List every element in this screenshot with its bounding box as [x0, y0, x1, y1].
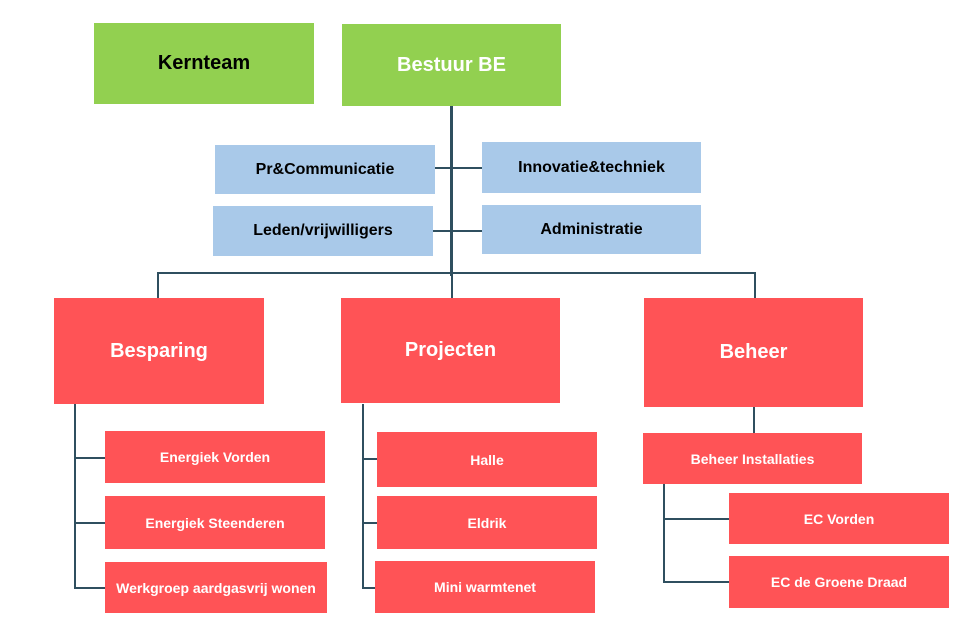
besparing-item: Energiek Steenderen [105, 496, 325, 549]
beheer-installaties-label: Beheer Installaties [690, 450, 815, 467]
besparing-item: Energiek Vorden [105, 431, 325, 483]
projecten-tick-3 [362, 587, 375, 589]
branch-besparing-line [157, 272, 159, 299]
projecten-item-label: Halle [470, 451, 504, 468]
beheer-box: Beheer [644, 298, 863, 407]
besparing-tick-1 [74, 457, 105, 459]
besparing-item-label: Werkgroep aardgasvrij wonen [116, 579, 316, 596]
installaties-tick-1 [663, 518, 729, 520]
pr-communicatie-box: Pr&Communicatie [215, 145, 435, 194]
leden-vrijwilligers-box: Leden/vrijwilligers [213, 206, 433, 256]
innovatie-techniek-label: Innovatie&techniek [518, 158, 665, 176]
pr-communicatie-label: Pr&Communicatie [255, 160, 395, 178]
beheer-item-label: EC Vorden [803, 510, 875, 527]
beheer-stub-line [753, 407, 755, 433]
kernteam-box: Kernteam [94, 23, 314, 104]
projecten-item-label: Eldrik [467, 514, 507, 531]
projecten-tick-2 [362, 522, 377, 524]
administratie-box: Administratie [482, 205, 701, 254]
trunk-line [450, 106, 453, 276]
connector-administratie [452, 230, 482, 232]
leden-vrijwilligers-label: Leden/vrijwilligers [253, 222, 393, 239]
besparing-item-label: Energiek Steenderen [145, 514, 285, 531]
installaties-tick-2 [663, 581, 729, 583]
projecten-item-label: Mini warmtenet [434, 579, 536, 595]
connector-leden [433, 230, 451, 232]
connector-innovatie [452, 167, 482, 169]
innovatie-techniek-box: Innovatie&techniek [482, 142, 701, 193]
besparing-item: Werkgroep aardgasvrij wonen [105, 562, 327, 613]
besparing-tick-3 [74, 587, 105, 589]
projecten-item: Mini warmtenet [375, 561, 595, 613]
beheer-item: EC de Groene Draad [729, 556, 949, 608]
beheer-item: EC Vorden [729, 493, 949, 544]
branch-beheer-line [754, 272, 756, 299]
administratie-label: Administratie [540, 220, 643, 238]
besparing-tick-2 [74, 522, 105, 524]
bestuur-box: Bestuur BE [342, 24, 561, 106]
besparing-box: Besparing [54, 298, 264, 404]
besparing-item-label: Energiek Vorden [159, 449, 271, 465]
beheer-item-label: EC de Groene Draad [770, 574, 908, 590]
projecten-item: Halle [377, 432, 597, 487]
besparing-spine-line [74, 404, 76, 589]
projecten-label: Projecten [404, 339, 497, 361]
kernteam-label: Kernteam [157, 52, 251, 74]
connector-pr [435, 167, 451, 169]
projecten-item: Eldrik [377, 496, 597, 549]
installaties-spine-line [663, 484, 665, 583]
beheer-installaties-box: Beheer Installaties [643, 433, 862, 484]
projecten-box: Projecten [341, 298, 560, 403]
bestuur-label: Bestuur BE [397, 53, 506, 76]
branch-horizontal-line [157, 272, 755, 274]
beheer-label: Beheer [719, 341, 788, 363]
branch-projecten-line [451, 272, 453, 299]
projecten-spine-line [362, 404, 364, 589]
projecten-tick-1 [362, 458, 377, 460]
besparing-label: Besparing [110, 339, 208, 362]
